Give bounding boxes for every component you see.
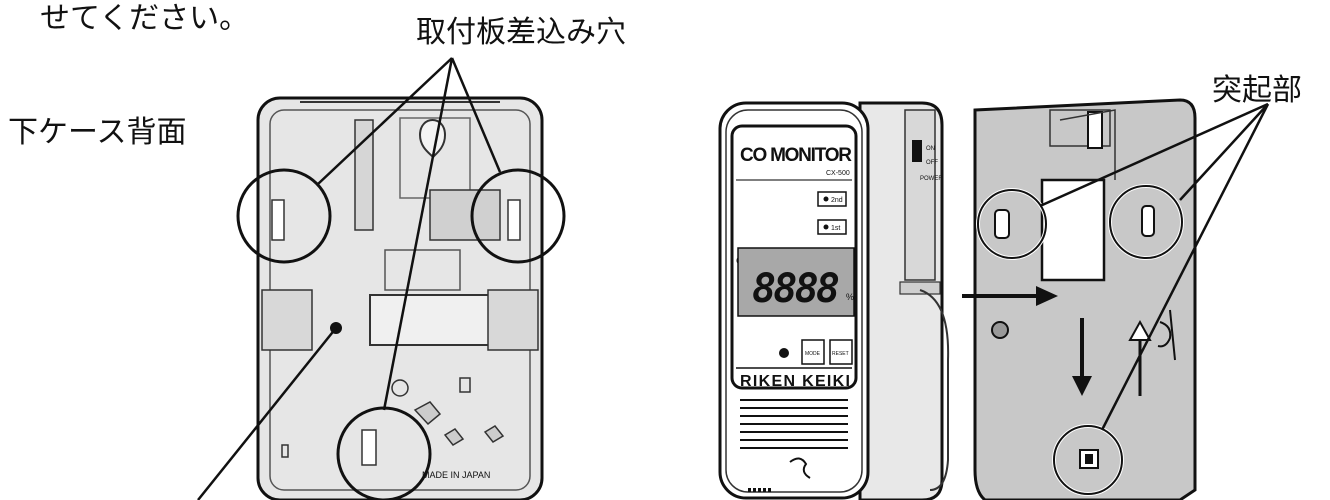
- side-label-off: OFF: [926, 160, 938, 166]
- highlight-circle: [236, 168, 332, 264]
- mounting-plate: [973, 98, 1197, 500]
- display-digits: 8888: [752, 266, 840, 312]
- leader-lines-right: [1039, 102, 1270, 431]
- side-label-power: POWER: [920, 176, 943, 182]
- alarm-1st-label: 1st: [831, 225, 840, 232]
- mode-button-label: MODE: [805, 351, 821, 357]
- speaker-grill: [740, 399, 848, 449]
- reset-button[interactable]: [829, 339, 853, 365]
- alarm-2nd-label: 2nd: [831, 197, 843, 204]
- monitor-device: ON OFF POWER CO MONITOR CX-500 2nd 1st O…: [718, 101, 950, 500]
- display-unit: %: [846, 292, 854, 302]
- lower-case-back: MADE IN JAPAN: [236, 96, 566, 500]
- case-stamp: MADE IN JAPAN: [422, 470, 490, 480]
- protrusions-label: 突起部: [1212, 73, 1302, 108]
- insertion-holes-label: 取付板差込み穴: [416, 15, 626, 50]
- leader-lines-left: [197, 57, 502, 500]
- header-text: せてください。: [40, 1, 250, 36]
- side-label-on: ON: [926, 146, 935, 152]
- lcd-display: [737, 247, 855, 317]
- highlight-circle: [470, 168, 566, 264]
- mode-button[interactable]: [801, 339, 825, 365]
- reset-button-label: RESET: [832, 351, 849, 357]
- device-model: CX-500: [826, 170, 850, 177]
- plate-opening: [1040, 178, 1106, 282]
- device-brand: RIKEN KEIKI: [740, 373, 850, 390]
- device-title: CO MONITOR: [740, 145, 852, 166]
- direction-arrows: [962, 286, 1152, 396]
- lower-case-back-label: 下ケース背面: [8, 115, 187, 150]
